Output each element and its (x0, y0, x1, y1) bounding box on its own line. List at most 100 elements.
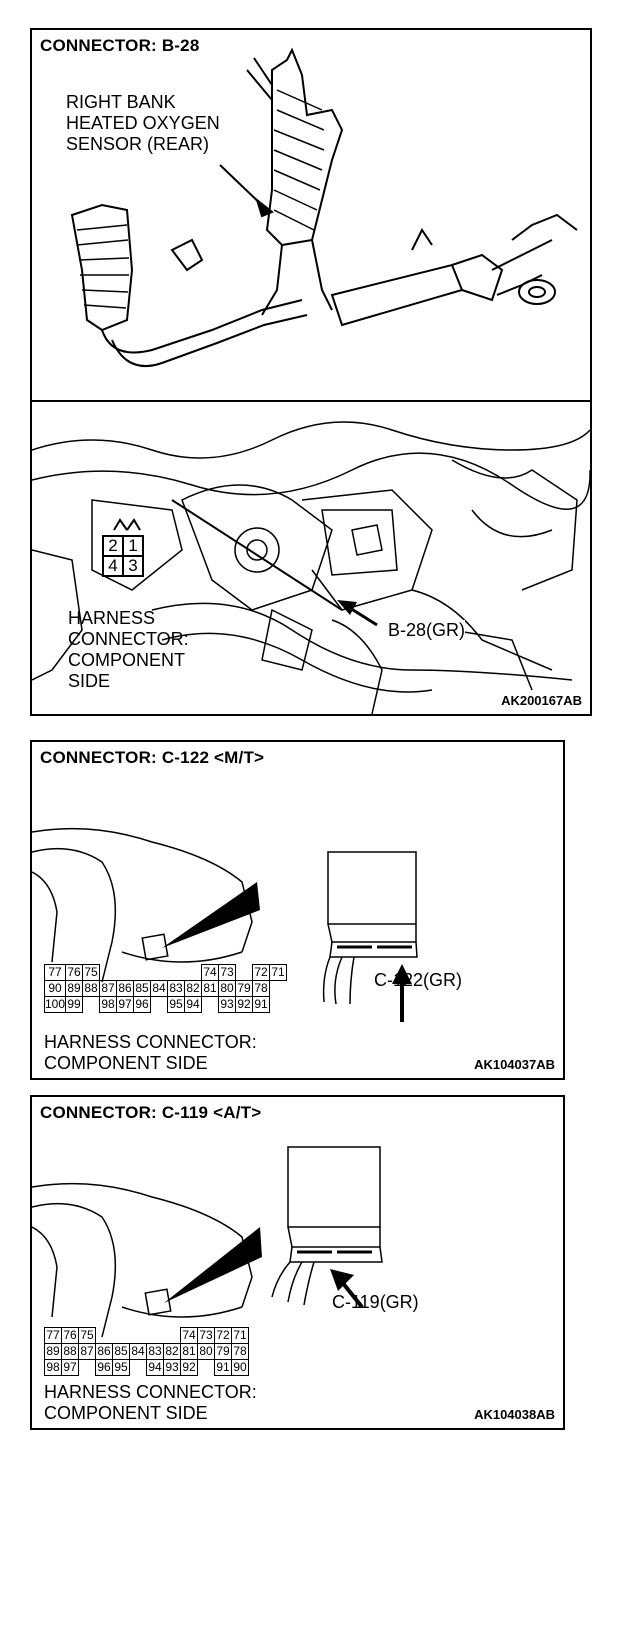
pin: 92 (180, 1359, 198, 1376)
pin-empty (130, 1328, 147, 1344)
figure-code: AK104037AB (474, 1057, 555, 1072)
pin-empty (185, 965, 202, 981)
pin: 74 (201, 964, 220, 981)
pin: 76 (65, 964, 84, 981)
pin-empty (79, 1360, 96, 1376)
pin: 87 (78, 1343, 96, 1360)
pin: 2 (102, 535, 124, 557)
pin-empty (83, 997, 100, 1013)
pin: 96 (95, 1359, 113, 1376)
pin-empty (134, 965, 151, 981)
connector-tag: C-119(GR) (332, 1292, 419, 1312)
connector-b28-panel: CONNECTOR: B-28 RIGHT BANK HEATED OXYGEN… (30, 28, 592, 716)
pin-empty (198, 1360, 215, 1376)
panel-title: CONNECTOR: B-28 (40, 36, 200, 55)
pin: 95 (167, 996, 186, 1013)
pin: 73 (197, 1327, 215, 1344)
pin-empty (151, 997, 168, 1013)
dashboard-illustration (32, 827, 418, 1022)
pin-empty (147, 1328, 164, 1344)
dashboard-illustration (32, 1146, 383, 1338)
pin: 78 (231, 1343, 249, 1360)
pin: 1 (122, 535, 144, 557)
pin-empty (96, 1328, 113, 1344)
pin: 79 (235, 980, 254, 997)
pin: 83 (146, 1343, 164, 1360)
pin: 82 (184, 980, 203, 997)
pin: 89 (65, 980, 84, 997)
pin: 4 (102, 555, 124, 577)
pin: 80 (197, 1343, 215, 1360)
pin: 73 (218, 964, 237, 981)
connector-tag: C-122(GR) (374, 970, 463, 990)
pin: 72 (252, 964, 271, 981)
pin-empty (236, 965, 253, 981)
pin-empty (130, 1360, 147, 1376)
pin: 85 (112, 1343, 130, 1360)
connector-tag: B-28(GR) (388, 620, 466, 641)
pin: 88 (61, 1343, 79, 1360)
pin: 98 (44, 1359, 62, 1376)
b28-pin-diagram: 2 1 4 3 (102, 535, 144, 577)
pin: 84 (129, 1343, 147, 1360)
pin: 99 (65, 996, 84, 1013)
pin-empty (117, 965, 134, 981)
pin: 83 (167, 980, 186, 997)
pin: 91 (214, 1359, 232, 1376)
pin: 100 (43, 996, 67, 1013)
panel-title: CONNECTOR: C-119 <A/T> (40, 1103, 262, 1122)
sensor-label: RIGHT BANK HEATED OXYGEN SENSOR (REAR) (66, 92, 220, 154)
figure-code: AK200167AB (501, 693, 582, 708)
pin: 86 (95, 1343, 113, 1360)
pin: 71 (231, 1327, 249, 1344)
pin: 90 (43, 980, 67, 997)
harness-label: HARNESS CONNECTOR: COMPONENT SIDE (44, 1032, 257, 1073)
exhaust-illustration (70, 47, 578, 368)
pin: 77 (44, 1327, 62, 1344)
pin: 80 (218, 980, 237, 997)
pin: 88 (82, 980, 101, 997)
pin: 97 (116, 996, 135, 1013)
pin: 95 (112, 1359, 130, 1376)
pin: 75 (78, 1327, 96, 1344)
pin: 90 (231, 1359, 249, 1376)
pin: 84 (150, 980, 169, 997)
pin: 78 (252, 980, 271, 997)
harness-label: HARNESS CONNECTOR: COMPONENT SIDE (68, 608, 189, 691)
pin: 92 (235, 996, 254, 1013)
pin: 3 (122, 555, 144, 577)
panel-divider (32, 400, 590, 402)
pin: 86 (116, 980, 135, 997)
pin-empty (100, 965, 117, 981)
panel-title: CONNECTOR: C-122 <M/T> (40, 748, 265, 767)
pin: 94 (146, 1359, 164, 1376)
pin: 87 (99, 980, 118, 997)
pin-empty (168, 965, 185, 981)
pin: 98 (99, 996, 118, 1013)
figure-code: AK104038AB (474, 1407, 555, 1422)
pin-empty (113, 1328, 130, 1344)
pin: 77 (43, 964, 67, 981)
pin: 72 (214, 1327, 232, 1344)
pin: 93 (218, 996, 237, 1013)
pin: 76 (61, 1327, 79, 1344)
pin: 81 (201, 980, 220, 997)
engine-bay-illustration (32, 421, 590, 714)
pin: 96 (133, 996, 152, 1013)
pin: 79 (214, 1343, 232, 1360)
pin-empty (164, 1328, 181, 1344)
pin: 93 (163, 1359, 181, 1376)
pin: 94 (184, 996, 203, 1013)
pin: 85 (133, 980, 152, 997)
pin: 89 (44, 1343, 62, 1360)
pin: 82 (163, 1343, 181, 1360)
